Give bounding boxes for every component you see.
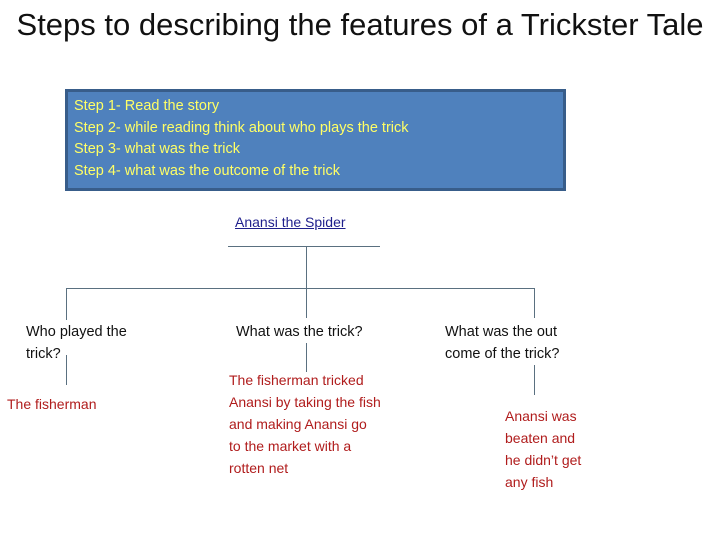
step-2: Step 2- while reading think about who pl… [74,119,409,136]
step-4: Step 4- what was the outcome of the tric… [74,162,340,179]
center-trunk-connector [306,246,307,318]
answer-who-played: The fisherman [7,393,96,415]
root-node-link[interactable]: Anansi the Spider [235,214,346,230]
question-line: What was the out [445,324,558,340]
answer-line: he didn’t get [505,452,582,468]
answer-line: Anansi was [505,408,577,424]
answer-line: The fisherman tricked [229,372,364,388]
left-answer-connector [66,355,67,385]
steps-box: Step 1- Read the story Step 2- while rea… [65,89,566,191]
root-underline-connector [228,246,380,247]
question-outcome: What was the out come of the trick? [445,321,559,365]
question-line: come of the trick? [445,346,560,362]
step-3: Step 3- what was the trick [74,141,241,157]
answer-line: Anansi by taking the fish [229,394,381,410]
page-title: Steps to describing the features of a Tr… [16,7,704,42]
answer-line: rotten net [229,460,289,476]
answer-line: and making Anansi go [229,416,367,432]
answer-line: The fisherman [7,396,97,412]
right-answer-connector [534,365,535,395]
center-answer-connector [306,343,307,372]
question-line: trick? [26,346,61,362]
question-line: Who played the [26,324,127,340]
question-who-played: Who played the trick? [26,321,127,365]
left-branch-connector [66,288,67,320]
right-branch-connector [534,288,535,318]
answer-line: to the market with a [229,438,352,454]
answer-what-trick: The fisherman tricked Anansi by taking t… [229,369,381,479]
branch-horizontal-connector [66,288,535,289]
answer-line: any fish [505,474,554,490]
answer-line: beaten and [505,430,576,446]
step-1: Step 1- Read the story [74,98,220,114]
question-line: What was the trick? [236,324,363,340]
answer-outcome: Anansi was beaten and he didn’t get any … [505,405,581,493]
question-what-trick: What was the trick? [236,321,363,343]
